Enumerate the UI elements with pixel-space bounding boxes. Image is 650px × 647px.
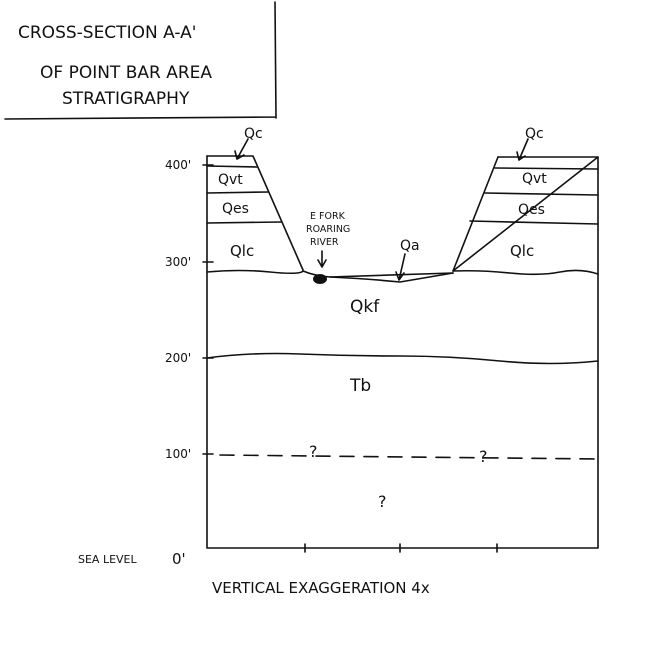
unknown-marker-1: ?	[309, 442, 318, 461]
elevation-label-100: 100'	[165, 447, 191, 461]
unknown-marker-2: ?	[479, 447, 488, 466]
layer-contacts	[206, 138, 599, 460]
unit-qvt-left: Qvt	[218, 172, 243, 188]
unit-qlc-left: Qlc	[230, 242, 254, 260]
title-box: CROSS-SECTION A-A' OF POINT BAR AREA STR…	[4, 1, 277, 120]
river-channel-marker	[313, 274, 327, 284]
unit-qes-right: Qes	[518, 202, 545, 218]
elevation-label-400: 400'	[165, 158, 191, 172]
unit-tb: Tb	[349, 376, 371, 396]
sea-level-label: SEA LEVEL	[78, 553, 138, 566]
river-label-line-1: E FORK	[310, 211, 346, 222]
unit-qkf: Qkf	[350, 297, 380, 317]
section-frame	[202, 155, 599, 553]
unit-qvt-right: Qvt	[522, 171, 547, 187]
unit-qc-left: Qc	[244, 126, 263, 142]
elevation-label-300: 300'	[165, 255, 191, 269]
unit-qes-left: Qes	[222, 201, 249, 217]
title-line-2: OF POINT BAR AREA	[40, 63, 212, 83]
unit-qa: Qa	[400, 238, 420, 254]
river-label-line-3: RIVER	[310, 237, 339, 248]
title-line-1: CROSS-SECTION A-A'	[18, 23, 196, 43]
unit-qc-right: Qc	[525, 126, 544, 142]
unknown-marker-3: ?	[378, 492, 387, 511]
unit-qlc-right: Qlc	[510, 242, 534, 260]
vertical-exaggeration-note: VERTICAL EXAGGERATION 4x	[212, 579, 430, 597]
elevation-label-0: 0'	[172, 550, 186, 568]
title-line-3: STRATIGRAPHY	[62, 89, 190, 109]
elevation-label-200: 200'	[165, 351, 191, 365]
river-label-line-2: ROARING	[306, 224, 350, 235]
